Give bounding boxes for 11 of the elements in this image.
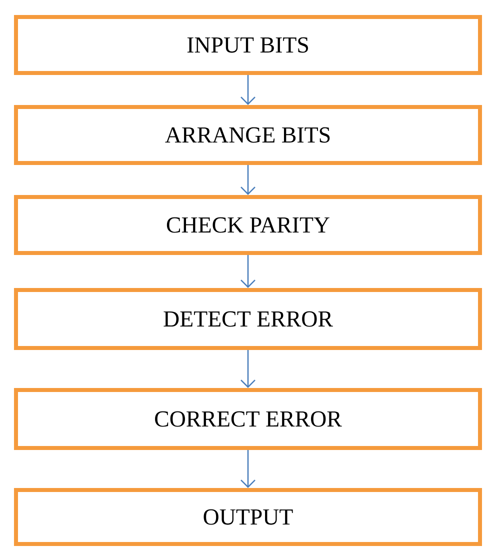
process-box: OUTPUT (14, 488, 482, 546)
process-box: ARRANGE BITS (14, 105, 482, 165)
arrow (240, 255, 256, 288)
process-box: DETECT ERROR (14, 288, 482, 350)
process-box: CHECK PARITY (14, 195, 482, 255)
arrow (240, 165, 256, 195)
process-box: INPUT BITS (14, 15, 482, 75)
arrow (240, 75, 256, 105)
arrow (240, 350, 256, 388)
process-box: CORRECT ERROR (14, 388, 482, 450)
arrow (240, 450, 256, 488)
